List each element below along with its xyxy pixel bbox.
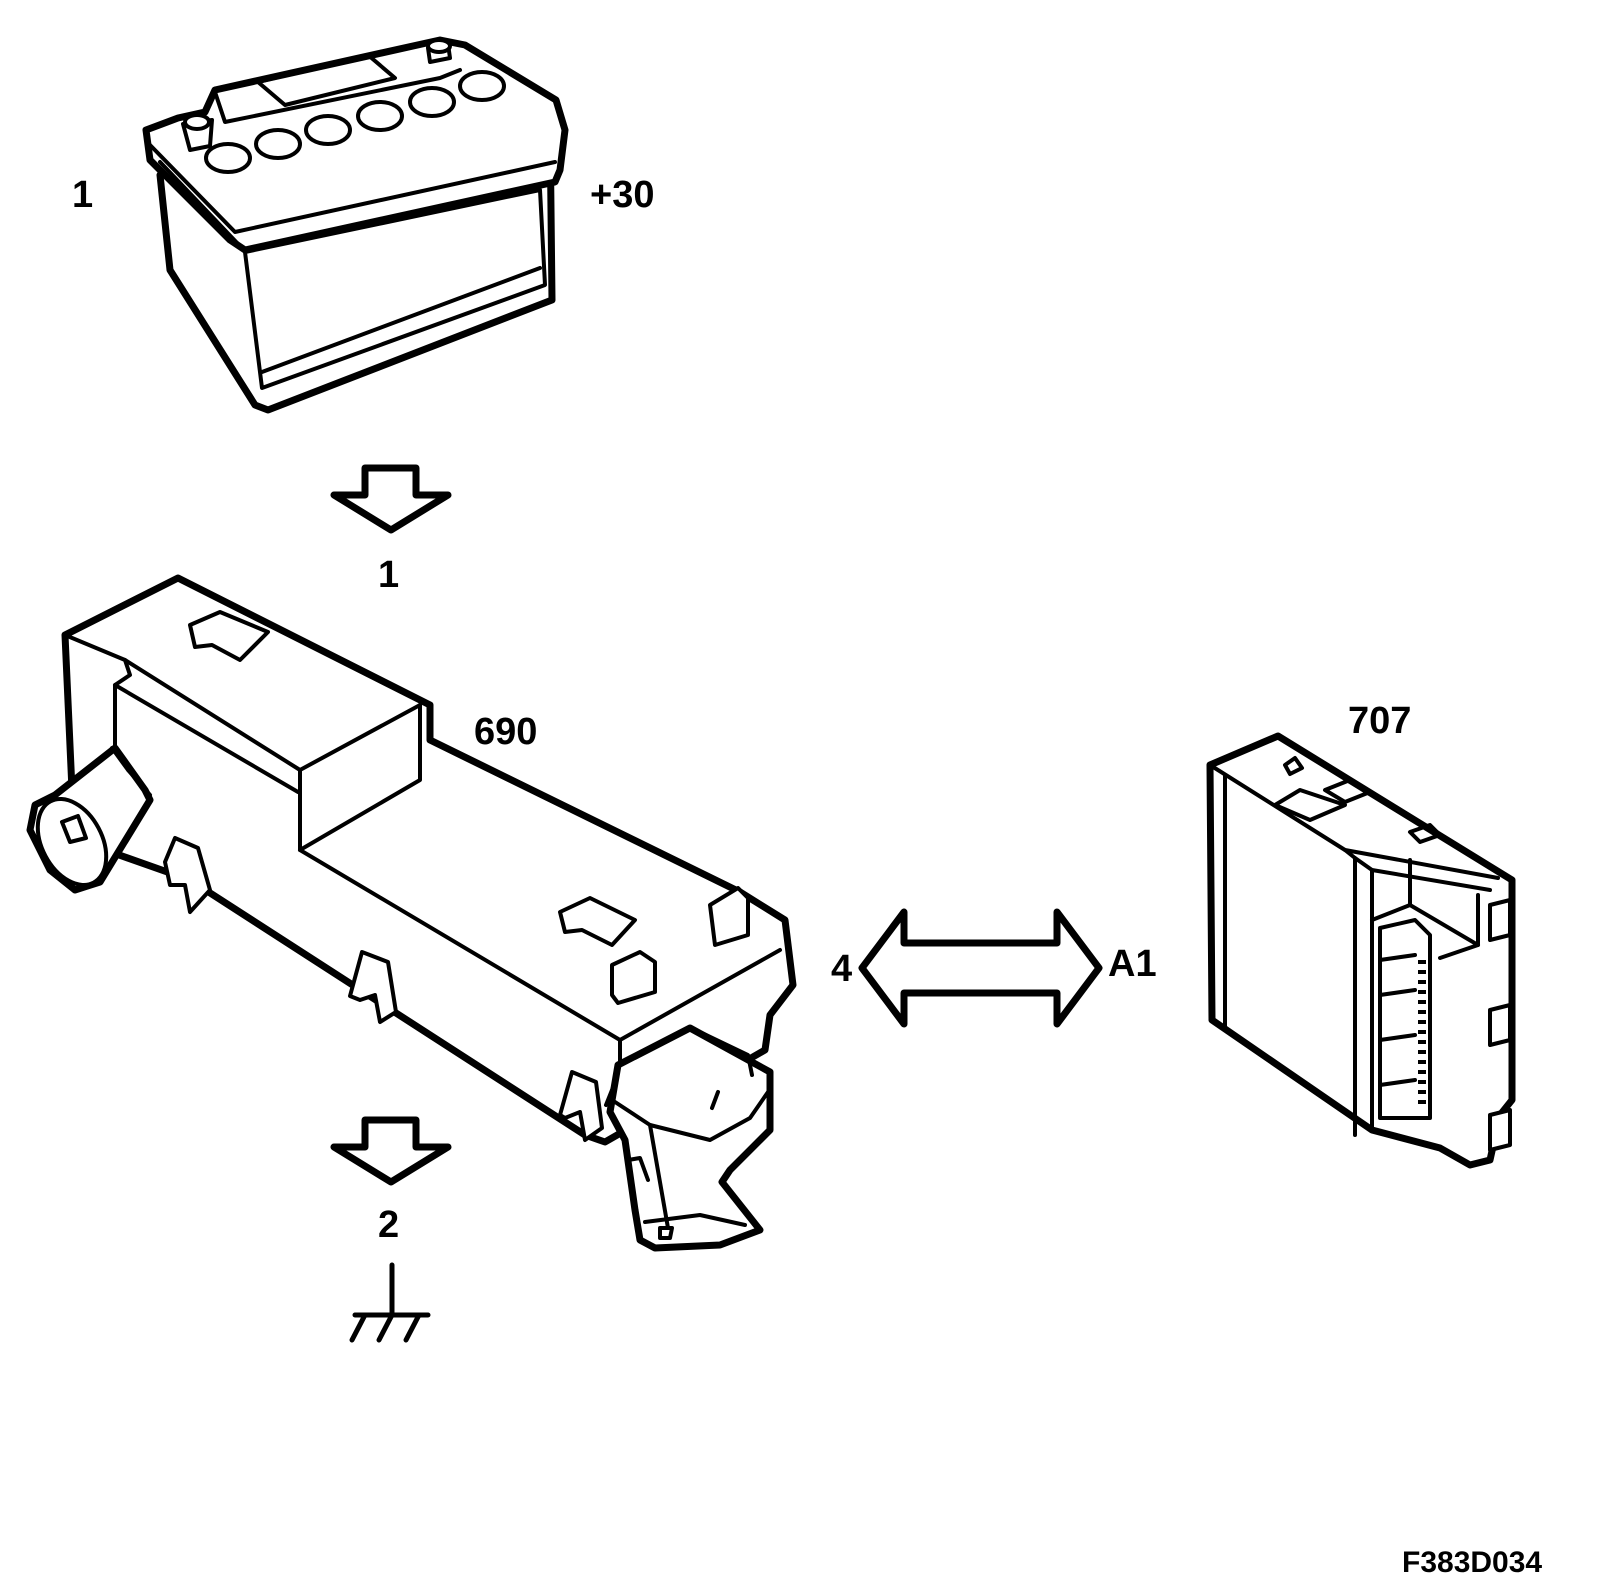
control-unit-label: 707 <box>1348 700 1412 742</box>
battery-icon <box>142 36 569 414</box>
fuse-box-label: 690 <box>474 711 538 753</box>
connection-left-label: 4 <box>831 948 853 990</box>
down-arrow-icon <box>330 464 452 534</box>
down-arrow-icon <box>330 1116 452 1186</box>
fuse-box-icon <box>26 574 797 1252</box>
ground-symbol-icon <box>349 1262 431 1343</box>
figure-id: F383D034 <box>1402 1546 1543 1579</box>
double-arrow-icon <box>858 908 1103 1028</box>
supply-arrow-label: 1 <box>378 554 400 596</box>
connection-right-label: A1 <box>1108 943 1157 985</box>
control-unit-icon <box>1206 732 1516 1169</box>
battery-id-label: 1 <box>72 174 94 216</box>
ground-arrow-label: 2 <box>378 1204 400 1246</box>
battery-terminal-label: +30 <box>590 174 655 216</box>
